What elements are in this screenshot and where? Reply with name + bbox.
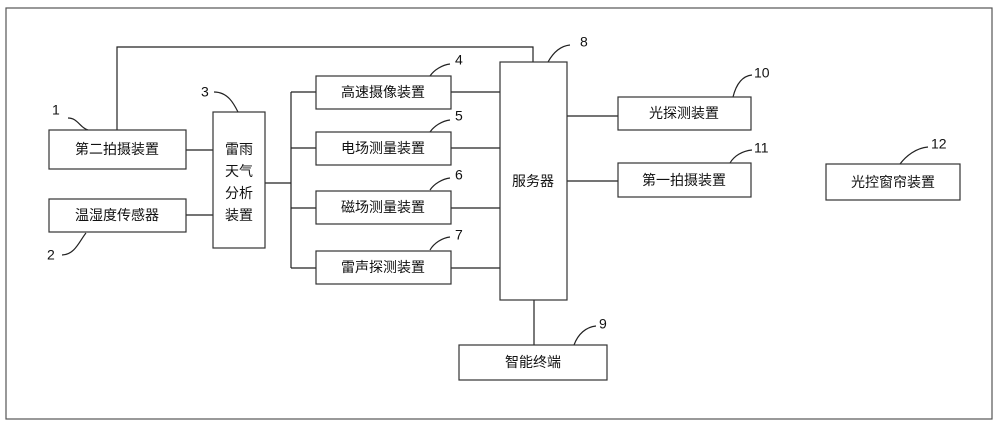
first-camera-box: 第一拍摄装置 <box>617 162 752 198</box>
light-detector-label: 光探测装置 <box>649 106 719 122</box>
second-camera-number: 1 <box>52 102 60 118</box>
thunder-detector-label: 雷声探测装置 <box>341 260 425 276</box>
second-camera-box: 第二拍摄装置 <box>48 129 187 170</box>
electric-field-box: 电场测量装置 <box>315 131 452 166</box>
connection-lines <box>116 46 618 345</box>
magnetic-field-number: 6 <box>455 167 463 183</box>
magnetic-field-label: 磁场测量装置 <box>341 200 425 216</box>
outer-frame <box>5 7 993 420</box>
first-camera-label: 第一拍摄装置 <box>642 172 726 189</box>
curtain-label: 光控窗帘装置 <box>851 174 935 191</box>
weather-analysis-label-line-2: 天气 <box>225 164 253 180</box>
leader-lines <box>61 44 929 346</box>
temp-humidity-sensor-number: 2 <box>47 247 55 263</box>
server-box: 服务器 <box>499 61 568 301</box>
weather-analysis-number: 3 <box>201 84 209 100</box>
electric-field-number: 5 <box>455 108 463 124</box>
thunder-detector-number: 7 <box>455 227 463 243</box>
weather-analysis-label-line-4: 装置 <box>225 208 253 224</box>
curtain-box: 光控窗帘装置 <box>825 163 961 201</box>
curtain-number: 12 <box>931 136 947 152</box>
light-detector-number: 10 <box>754 65 770 81</box>
first-camera-number: 11 <box>754 140 769 156</box>
electric-field-label: 电场测量装置 <box>341 141 425 157</box>
weather-analysis-box: 雷雨 天气 分析 装置 <box>212 111 266 249</box>
light-detector-box: 光探测装置 <box>617 96 752 131</box>
server-label: 服务器 <box>512 174 554 190</box>
high-speed-camera-box: 高速摄像装置 <box>315 75 452 110</box>
server-number: 8 <box>580 34 588 50</box>
high-speed-camera-number: 4 <box>455 52 463 68</box>
weather-analysis-label-line-1: 雷雨 <box>225 142 253 158</box>
smart-terminal-label: 智能终端 <box>505 355 561 371</box>
magnetic-field-box: 磁场测量装置 <box>315 190 452 225</box>
second-camera-label: 第二拍摄装置 <box>75 141 159 158</box>
thunder-detector-box: 雷声探测装置 <box>315 250 452 285</box>
high-speed-camera-label: 高速摄像装置 <box>341 84 425 101</box>
temp-humidity-sensor-box: 温湿度传感器 <box>48 198 187 233</box>
temp-humidity-sensor-label: 温湿度传感器 <box>75 207 159 224</box>
weather-analysis-label-line-3: 分析 <box>225 186 253 202</box>
smart-terminal-box: 智能终端 <box>458 344 608 381</box>
smart-terminal-number: 9 <box>599 316 607 332</box>
